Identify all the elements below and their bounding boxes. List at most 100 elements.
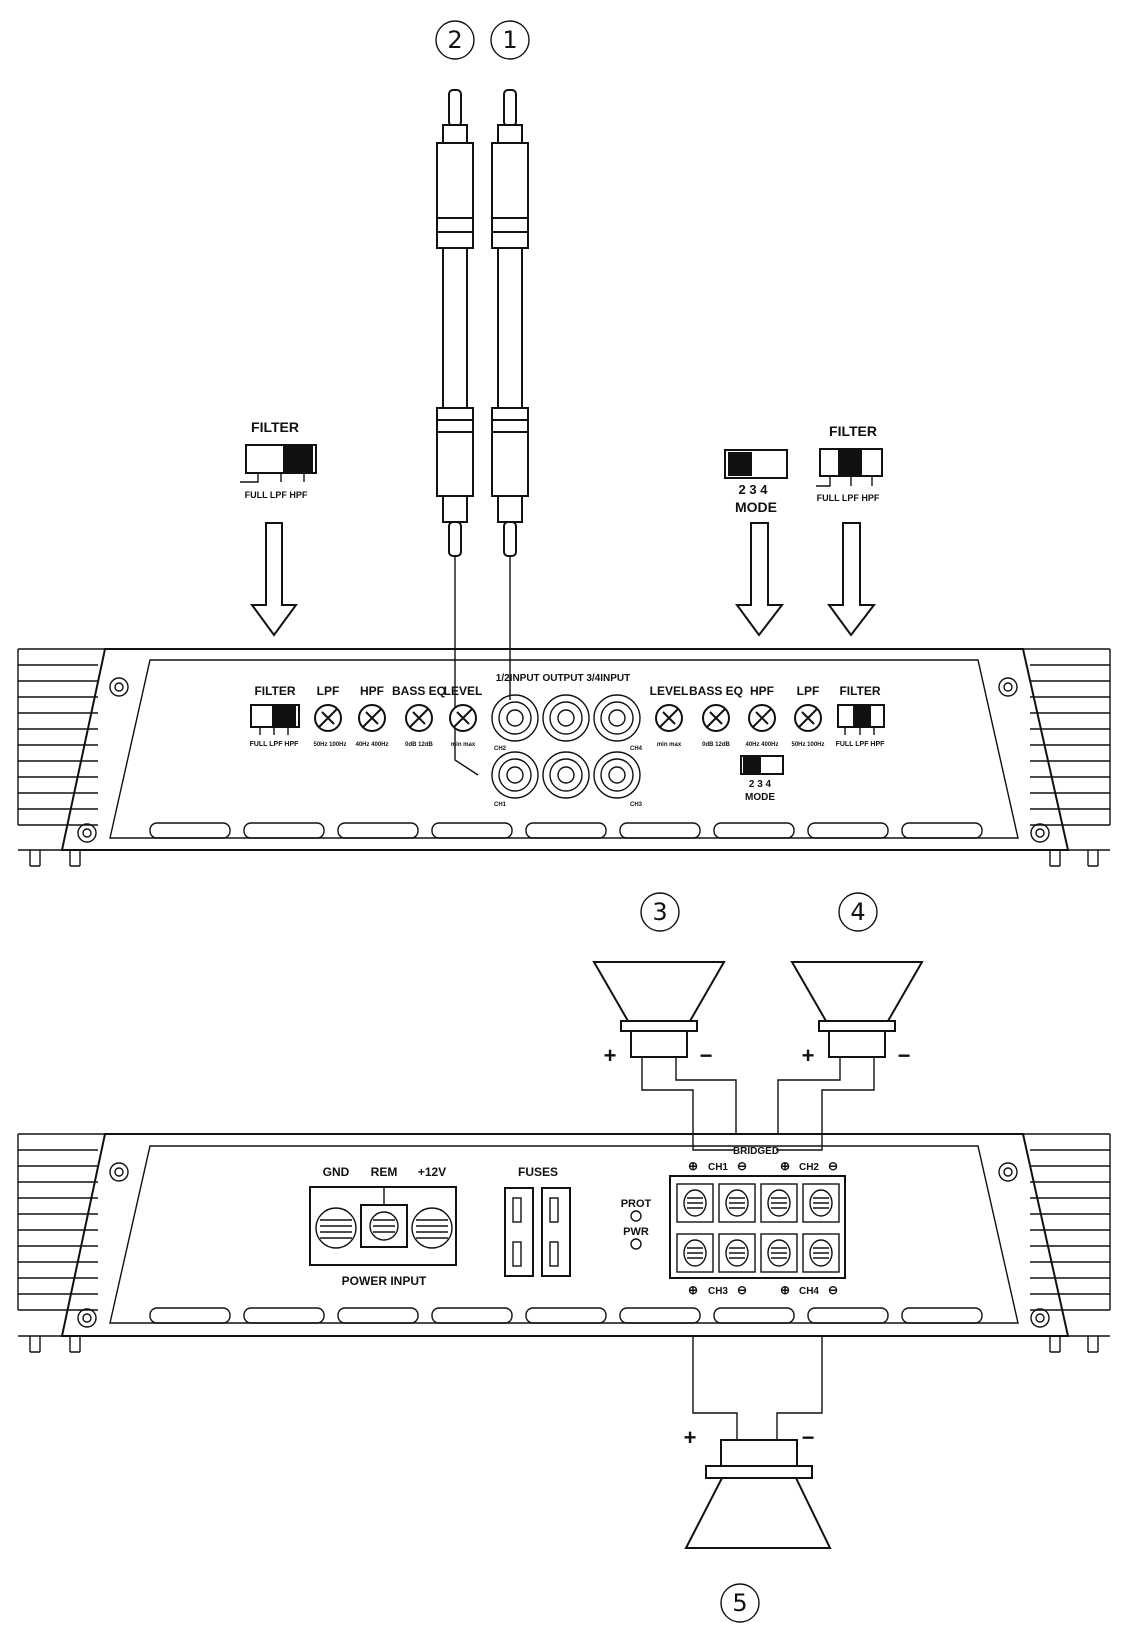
panel-hpf-knob-right: HPF 40Hz 400Hz <box>745 684 778 748</box>
rem-screw <box>369 1211 399 1241</box>
power-input-terminal: GND REM +12V POWER INPUT <box>309 1165 457 1288</box>
svg-text:−: − <box>700 1043 713 1068</box>
svg-text:⊖: ⊖ <box>828 1159 838 1173</box>
svg-text:min max: min max <box>657 742 682 748</box>
svg-text:+: + <box>604 1043 617 1068</box>
svg-text:FUSES: FUSES <box>518 1165 558 1179</box>
gnd-screw <box>315 1207 357 1249</box>
jack-label-ch4: CH4 <box>630 746 643 752</box>
callout-4: 4 <box>838 892 878 932</box>
svg-text:HPF: HPF <box>360 684 384 698</box>
inputs-title: 1/2INPUT OUTPUT 3/4INPUT <box>496 673 630 684</box>
svg-text:⊕: ⊕ <box>780 1283 790 1297</box>
svg-text:FULL LPF HPF: FULL LPF HPF <box>250 741 300 748</box>
rca-jack-ch1 <box>491 751 539 799</box>
svg-text:+: + <box>802 1043 815 1068</box>
chassis-screw <box>1030 1308 1050 1328</box>
svg-text:−: − <box>802 1425 815 1450</box>
arrow-to-right-filter <box>827 522 877 637</box>
svg-text:MODE: MODE <box>745 792 775 803</box>
svg-text:50Hz 100Hz: 50Hz 100Hz <box>791 742 824 748</box>
svg-text:⊖: ⊖ <box>737 1283 747 1297</box>
svg-text:PWR: PWR <box>623 1226 649 1238</box>
svg-text:+12V: +12V <box>418 1165 446 1179</box>
chassis-screw <box>109 677 129 697</box>
speaker-5-bridged: + − <box>684 1336 832 1549</box>
rca-jack-output-top <box>542 694 590 742</box>
svg-text:⊖: ⊖ <box>828 1283 838 1297</box>
svg-text:⊕: ⊕ <box>688 1283 698 1297</box>
callout-1: 1 <box>490 20 530 60</box>
fuses: FUSES <box>504 1165 571 1277</box>
svg-text:3: 3 <box>652 898 667 926</box>
panel-bass-eq-knob-right: BASS EQ 0dB 12dB <box>689 684 743 748</box>
svg-text:⊕: ⊕ <box>688 1159 698 1173</box>
svg-text:HPF: HPF <box>750 684 774 698</box>
svg-text:FULL LPF HPF: FULL LPF HPF <box>836 741 886 748</box>
rca-jack-ch3 <box>593 751 641 799</box>
svg-text:40Hz 400Hz: 40Hz 400Hz <box>745 742 778 748</box>
svg-text:LEVEL: LEVEL <box>444 684 483 698</box>
rca-jack-ch4 <box>593 694 641 742</box>
svg-text:CH2: CH2 <box>799 1162 819 1173</box>
svg-text:FILTER: FILTER <box>829 423 877 439</box>
rca-jack-ch2 <box>491 694 539 742</box>
amplifier-control-side: FILTER FULL LPF HPF LPF 50Hz 100Hz HPF 4… <box>17 648 1111 867</box>
speaker-3: + − <box>592 961 737 1134</box>
speaker-4: + − <box>777 961 924 1134</box>
chassis-screw <box>109 1162 129 1182</box>
jack-label-ch1: CH1 <box>494 802 507 808</box>
svg-text:MODE: MODE <box>735 499 777 515</box>
svg-text:1: 1 <box>502 26 517 54</box>
svg-text:0dB 12dB: 0dB 12dB <box>405 742 433 748</box>
callout-3: 3 <box>640 892 680 932</box>
filter-switch-right-enlarged: FILTER FULL LPF HPF <box>816 423 883 503</box>
svg-text:CH3: CH3 <box>708 1286 728 1297</box>
svg-text:−: − <box>898 1043 911 1068</box>
panel-level-knob-left: LEVEL min max <box>444 684 483 748</box>
svg-text:2 3 4: 2 3 4 <box>739 482 769 497</box>
panel-hpf-knob-left: HPF 40Hz 400Hz <box>355 684 388 748</box>
rca-cable-2 <box>436 89 479 776</box>
svg-text:+: + <box>684 1425 697 1450</box>
svg-text:min max: min max <box>451 742 476 748</box>
svg-text:BASS EQ: BASS EQ <box>392 684 446 698</box>
panel-lpf-knob-right: LPF 50Hz 100Hz <box>791 684 824 748</box>
svg-text:LPF: LPF <box>317 684 340 698</box>
svg-text:⊖: ⊖ <box>737 1159 747 1173</box>
svg-text:REM: REM <box>371 1165 398 1179</box>
panel-bass-eq-knob-left: BASS EQ 0dB 12dB <box>392 684 446 748</box>
svg-text:FILTER: FILTER <box>254 684 295 698</box>
svg-text:5: 5 <box>732 1589 747 1617</box>
arrow-to-mode <box>735 522 785 637</box>
svg-text:LEVEL: LEVEL <box>650 684 689 698</box>
svg-text:FULL LPF HPF: FULL LPF HPF <box>817 493 880 503</box>
svg-text:GND: GND <box>323 1165 350 1179</box>
rca-jack-output-bottom <box>542 751 590 799</box>
callout-2: 2 <box>435 20 475 60</box>
svg-text:FILTER: FILTER <box>251 419 299 435</box>
svg-text:40Hz 400Hz: 40Hz 400Hz <box>355 742 388 748</box>
panel-mode-switch: 2 3 4 MODE <box>740 755 784 803</box>
svg-text:BASS EQ: BASS EQ <box>689 684 743 698</box>
chassis-screw <box>77 823 97 843</box>
mode-switch-enlarged: 2 3 4 MODE <box>724 449 788 515</box>
jack-label-ch2: CH2 <box>494 746 507 752</box>
filter-switch-left-enlarged: FILTER FULL LPF HPF <box>240 419 317 500</box>
svg-text:BRIDGED: BRIDGED <box>733 1146 779 1157</box>
rca-cable-1 <box>491 89 529 700</box>
panel-filter-switch-left: FILTER FULL LPF HPF <box>250 684 300 748</box>
arrow-to-left-filter <box>250 522 298 637</box>
chassis-screw <box>1030 823 1050 843</box>
plus12v-screw <box>411 1207 453 1249</box>
svg-text:2: 2 <box>447 26 462 54</box>
svg-text:LPF: LPF <box>797 684 820 698</box>
callout-5: 5 <box>720 1583 760 1623</box>
svg-text:CH1: CH1 <box>708 1162 728 1173</box>
svg-text:PROT: PROT <box>621 1198 652 1210</box>
panel-level-knob-right: LEVEL min max <box>650 684 689 748</box>
svg-text:CH4: CH4 <box>799 1286 819 1297</box>
svg-text:0dB 12dB: 0dB 12dB <box>702 742 730 748</box>
svg-text:FILTER: FILTER <box>839 684 880 698</box>
